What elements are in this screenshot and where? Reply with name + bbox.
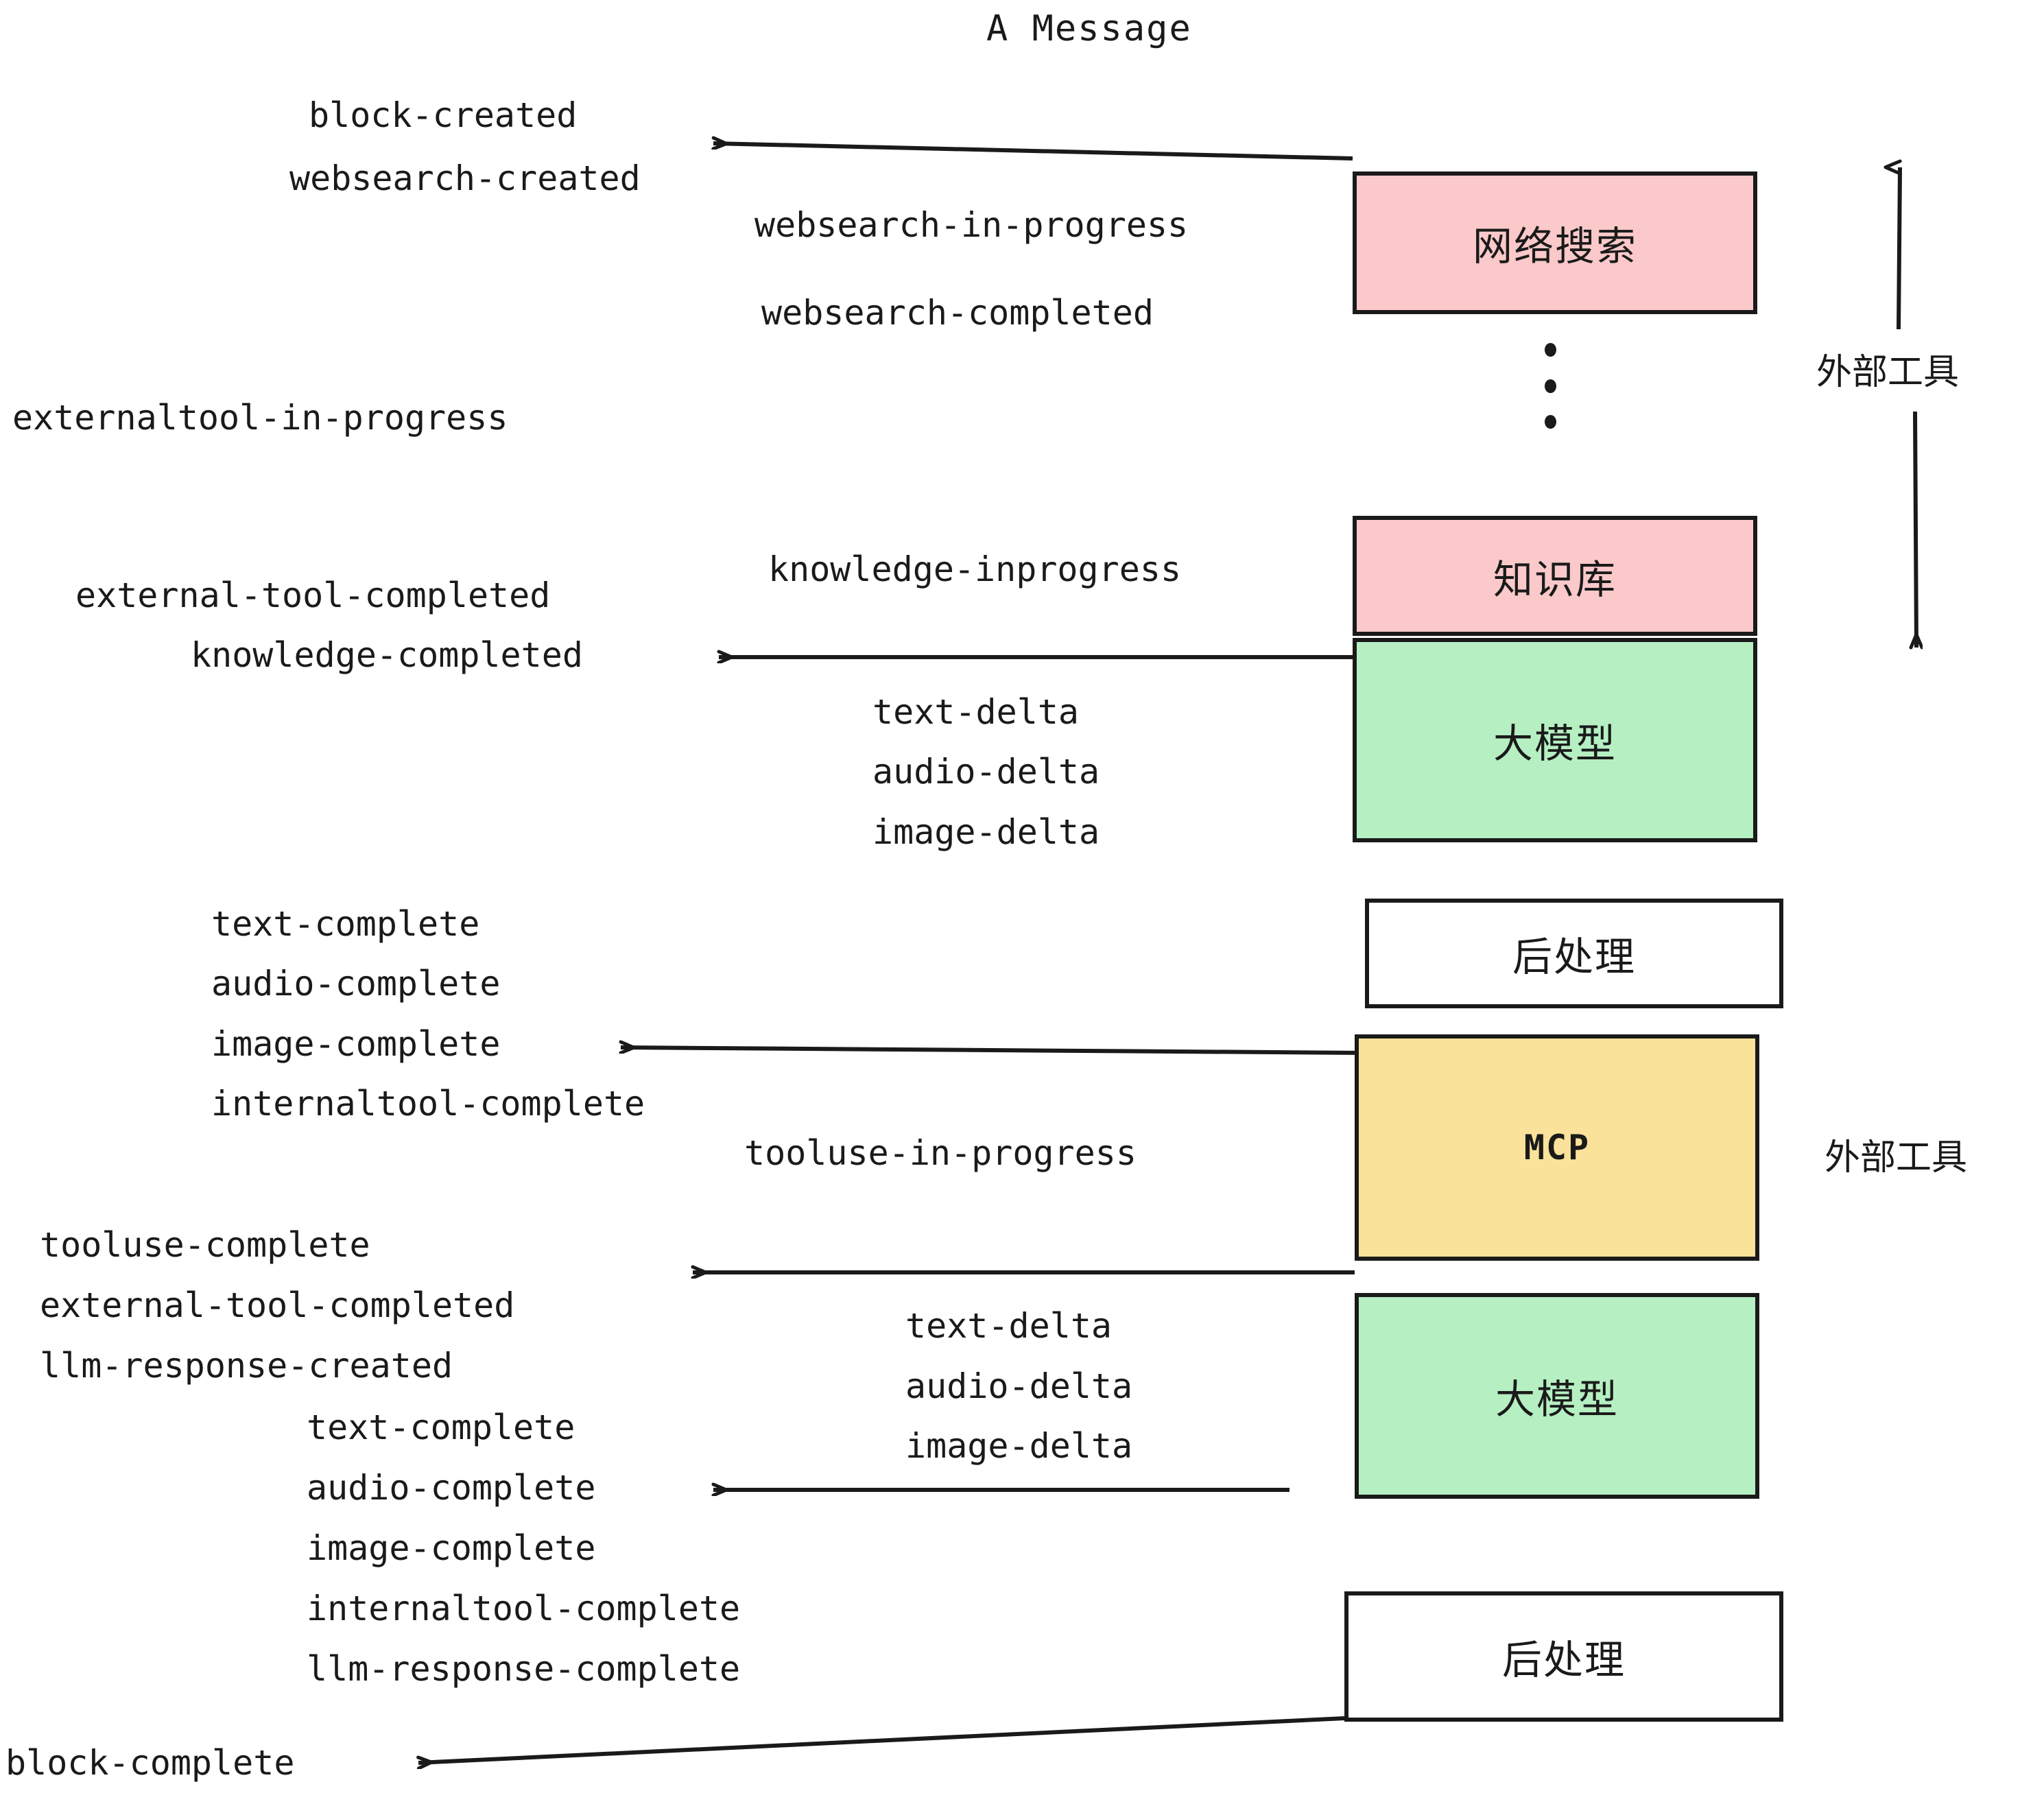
event-text-complete-1: text-complete xyxy=(211,904,480,944)
event-audio-complete-2: audio-complete xyxy=(307,1468,596,1508)
box-knowledge-label: 知识库 xyxy=(1493,556,1617,603)
event-text-complete-2: text-complete xyxy=(307,1408,575,1447)
arrow-external-tool-down-top xyxy=(1915,411,1916,648)
box-websearch-label: 网络搜索 xyxy=(1472,223,1637,270)
box-postprocess-1-label: 后处理 xyxy=(1512,934,1636,980)
event-knowledge-completed: knowledge-completed xyxy=(191,635,583,675)
box-postprocess-1[interactable]: 后处理 xyxy=(1365,899,1783,1008)
event-image-complete-1: image-complete xyxy=(211,1024,501,1064)
event-tooluse-complete: tooluse-complete xyxy=(40,1225,370,1265)
event-audio-delta-2: audio-delta xyxy=(905,1366,1133,1406)
ellipsis-icon xyxy=(1543,343,1557,429)
group-label-external-tool-bottom: 外部工具 xyxy=(1825,1137,1968,1178)
event-block-complete: block-complete xyxy=(5,1743,295,1783)
event-external-tool-completed-2: external-tool-completed xyxy=(40,1285,515,1325)
event-external-tool-completed-1: external-tool-completed xyxy=(75,575,551,615)
box-postprocess-2-label: 后处理 xyxy=(1501,1637,1626,1683)
event-image-complete-2: image-complete xyxy=(307,1528,596,1568)
box-mcp[interactable]: MCP xyxy=(1355,1034,1759,1261)
arrow-postprocess2-to-block-complete xyxy=(418,1716,1345,1763)
page-title: A Message xyxy=(986,8,1192,49)
arrow-postprocess1-to-image-complete xyxy=(621,1047,1366,1055)
box-postprocess-2[interactable]: 后处理 xyxy=(1344,1591,1783,1722)
event-text-delta-1: text-delta xyxy=(872,692,1080,732)
box-llm-1-label: 大模型 xyxy=(1493,720,1617,767)
event-externaltool-in-progress: externaltool-in-progress xyxy=(12,398,508,438)
box-mcp-label: MCP xyxy=(1523,1128,1591,1167)
arrow-websearch-to-created xyxy=(713,143,1353,161)
event-image-delta-1: image-delta xyxy=(872,812,1100,852)
arrow-external-tool-up-top xyxy=(1899,167,1902,330)
event-audio-delta-1: audio-delta xyxy=(872,752,1100,792)
event-text-delta-2: text-delta xyxy=(905,1306,1113,1346)
event-knowledge-inprogress: knowledge-inprogress xyxy=(768,549,1182,589)
event-llm-response-complete: llm-response-complete xyxy=(307,1649,741,1689)
box-websearch[interactable]: 网络搜索 xyxy=(1353,171,1757,314)
group-label-external-tool-top: 外部工具 xyxy=(1816,352,1960,393)
event-websearch-created: websearch-created xyxy=(289,158,641,198)
box-llm-2[interactable]: 大模型 xyxy=(1355,1293,1759,1499)
event-websearch-in-progress: websearch-in-progress xyxy=(754,205,1189,245)
box-knowledge[interactable]: 知识库 xyxy=(1353,516,1757,636)
box-llm-1[interactable]: 大模型 xyxy=(1353,638,1757,842)
event-websearch-completed: websearch-completed xyxy=(761,293,1154,333)
event-audio-complete-1: audio-complete xyxy=(211,964,501,1004)
event-block-created: block-created xyxy=(309,95,578,135)
event-image-delta-2: image-delta xyxy=(905,1426,1133,1466)
event-internaltool-complete-2: internaltool-complete xyxy=(307,1589,741,1628)
event-llm-response-created: llm-response-created xyxy=(40,1346,453,1386)
event-tooluse-in-progress: tooluse-in-progress xyxy=(744,1133,1137,1173)
box-llm-2-label: 大模型 xyxy=(1495,1376,1619,1423)
event-internaltool-complete-1: internaltool-complete xyxy=(211,1084,645,1124)
